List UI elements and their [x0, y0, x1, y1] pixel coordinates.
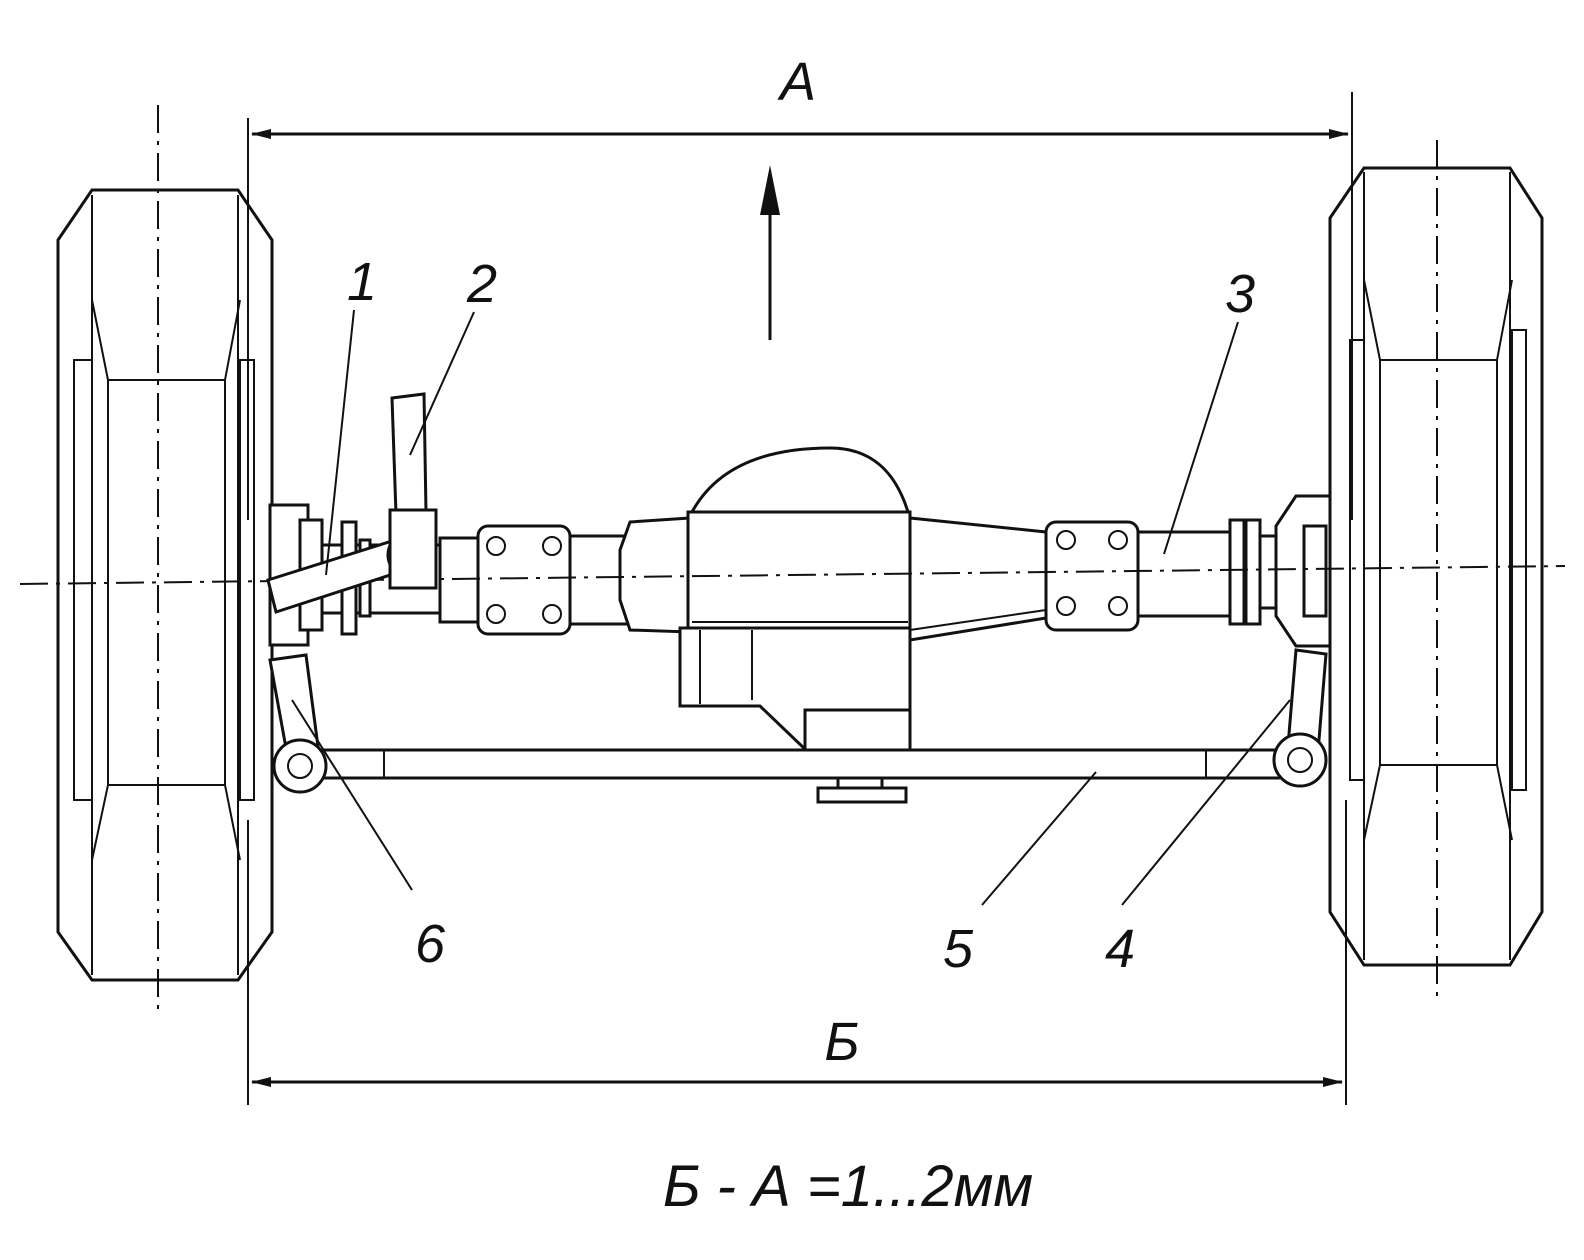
dimension-b-label: Б [824, 1012, 859, 1072]
callout-1: 1 [347, 252, 377, 312]
drag-link [388, 392, 438, 590]
callout-2: 2 [466, 254, 497, 314]
tie-rod [298, 748, 1302, 780]
callout-6: 6 [415, 914, 446, 974]
callout-4: 4 [1105, 919, 1135, 979]
dimension-a-label: А [777, 52, 816, 112]
callout-5: 5 [943, 919, 974, 979]
left-wheel [56, 105, 274, 1010]
leader-lines [291, 309, 1291, 906]
left-tie-rod-arm [268, 653, 328, 794]
travel-direction-arrow [760, 165, 780, 340]
dimension-b [247, 800, 1347, 1105]
callout-3: 3 [1225, 264, 1255, 324]
right-wheel [1328, 140, 1544, 1000]
right-tie-rod-arm [1272, 648, 1328, 788]
toe-in-formula: Б - А =1...2мм [663, 1154, 1033, 1219]
dimension-a [247, 92, 1353, 520]
